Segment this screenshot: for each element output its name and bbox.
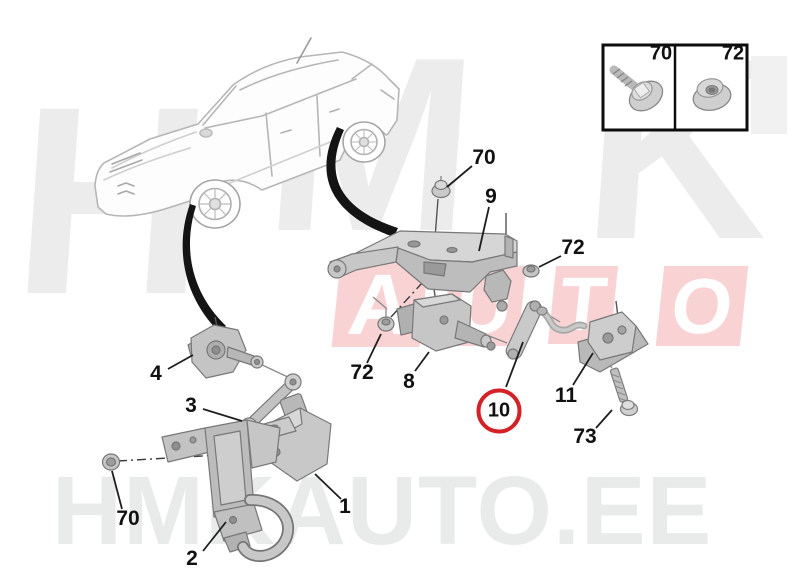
callout-10-link-highlighted[interactable]: 10 xyxy=(476,388,522,434)
flanged-nut-icon xyxy=(692,78,732,111)
antenna-line xyxy=(296,37,312,64)
callout-70-top-screw[interactable]: 70 xyxy=(472,146,496,169)
callout-72-left-nut[interactable]: 72 xyxy=(350,361,374,384)
watermark-site-text: HMKAUTO.EE xyxy=(52,456,713,565)
car-illustration xyxy=(94,37,400,229)
sensor-11 xyxy=(536,306,649,373)
rear-wheel xyxy=(342,121,386,163)
callout-73-bolt[interactable]: 73 xyxy=(573,425,597,448)
callout-72-right-nut[interactable]: 72 xyxy=(561,236,585,259)
callout-1-sensor[interactable]: 1 xyxy=(339,495,351,518)
bracket-2 xyxy=(161,416,297,562)
front-wheel xyxy=(189,179,241,229)
callout-4-sensor[interactable]: 4 xyxy=(150,362,162,385)
rear-wheel-arrow xyxy=(326,127,398,237)
callout-70-bottom-clip[interactable]: 70 xyxy=(116,507,140,530)
legend-label-70: 70 xyxy=(649,42,673,65)
callout-9-bracket[interactable]: 9 xyxy=(485,185,497,208)
callout-3-link[interactable]: 3 xyxy=(185,394,197,417)
nut-72-left xyxy=(377,316,395,332)
axis-lines xyxy=(117,271,433,462)
sensor-4 xyxy=(187,324,264,379)
bolt-73 xyxy=(609,367,639,417)
clip-70-bottom xyxy=(101,453,121,471)
legend-label-72: 72 xyxy=(721,42,745,65)
nut-72-right xyxy=(522,264,540,278)
legend-box xyxy=(601,43,787,134)
front-wheel-arrow xyxy=(182,204,226,332)
flanged-screw-icon xyxy=(609,65,664,112)
ball-pin-stud xyxy=(483,269,512,312)
callout-2-bracket[interactable]: 2 xyxy=(186,547,198,570)
screw-70-top xyxy=(431,176,451,199)
callout-8-sensor[interactable]: 8 xyxy=(403,370,415,393)
bracket-9 xyxy=(327,230,518,293)
callout-11-sensor[interactable]: 11 xyxy=(554,384,578,407)
leader-lines xyxy=(111,165,613,552)
sensor-8 xyxy=(396,293,496,352)
